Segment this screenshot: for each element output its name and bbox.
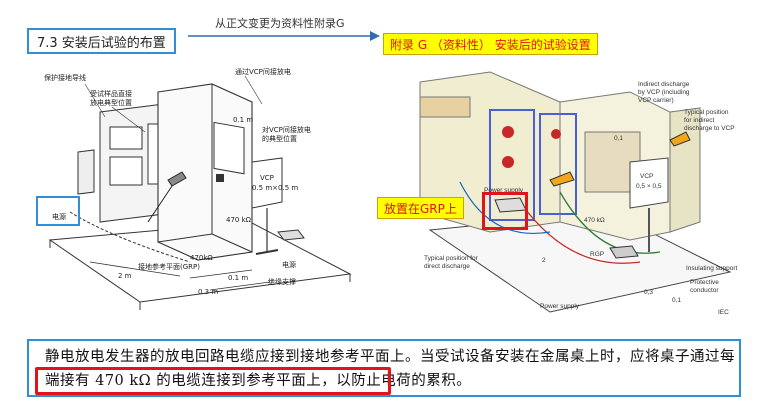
label-direct2: direct discharge bbox=[424, 263, 470, 270]
label-vcp-ind2: 的典型位置 bbox=[262, 134, 297, 143]
change-note: 从正文变更为资料性附录G bbox=[215, 17, 345, 30]
label-resistor: 470 kΩ bbox=[226, 216, 252, 224]
label-direct1: Typical position for bbox=[424, 255, 479, 262]
label-r-res: 470 kΩ bbox=[584, 217, 605, 224]
label-iec: IEC bbox=[718, 309, 729, 316]
label-typical2: for indirect bbox=[684, 117, 715, 124]
label-indirect1: Indirect discharge bbox=[638, 81, 690, 88]
grp-note: 放置在GRP上 bbox=[377, 197, 464, 219]
label-vcp-ind1: 对VCP间接放电 bbox=[262, 125, 311, 134]
label-supply: 电源 bbox=[282, 260, 296, 269]
label-indirect3: VCP carrier) bbox=[638, 97, 674, 104]
label-dim-01a: 0.1 m bbox=[233, 116, 253, 124]
label-eut2: 放电典型位置 bbox=[90, 98, 132, 107]
label-vcp: VCP bbox=[260, 174, 274, 182]
label-power: 电源 bbox=[52, 212, 66, 221]
right-test-setup-diagram: Indirect discharge by VCP (including VCP… bbox=[419, 71, 738, 316]
label-prot2: conductor bbox=[690, 287, 719, 294]
caption-text: 静电放电发生器的放电回路电缆应接到接地参考平面上。当受试设备安装在金属桌上时，应… bbox=[45, 349, 735, 389]
label-r-dim01: 0,1 bbox=[614, 135, 623, 142]
section-title-text: 7.3 安装后试验的布置 bbox=[37, 35, 166, 51]
label-ps-box: Power supply bbox=[484, 187, 524, 194]
label-vcp-top: 通过VCP间接放电 bbox=[235, 67, 291, 76]
label-rgp: RGP bbox=[590, 251, 604, 258]
label-typical3: discharge to VCP bbox=[684, 125, 735, 132]
label-grp: 接地参考平面(GRP) bbox=[138, 262, 200, 271]
label-r-vcp: VCP bbox=[640, 173, 653, 180]
label-eut1: 受试样品直接 bbox=[90, 89, 132, 98]
label-dim-03: 0.3 m bbox=[198, 288, 218, 296]
left-power-highlight bbox=[36, 196, 80, 226]
label-insul: 绝缘支撑 bbox=[268, 277, 296, 286]
label-r-vcp-size: 0,5 × 0,5 bbox=[636, 183, 662, 190]
label-d01: 0,1 bbox=[672, 297, 681, 304]
label-prot1: Protective bbox=[690, 279, 719, 286]
annex-title: 附录 G （资料性） 安装后的试验设置 bbox=[383, 33, 598, 55]
right-power-highlight bbox=[482, 192, 528, 230]
section-title: 7.3 安装后试验的布置 bbox=[27, 28, 176, 54]
label-vcp-size: 0.5 m×0.5 m bbox=[252, 184, 298, 192]
caption-box bbox=[27, 339, 741, 397]
label-d03: 0,3 bbox=[644, 289, 653, 296]
label-ground-line: 保护接地导线 bbox=[44, 73, 86, 82]
label-r-insul: Insulating support bbox=[686, 265, 738, 272]
label-dim-2m: 2 m bbox=[118, 272, 132, 280]
caption-highlight bbox=[35, 367, 391, 395]
label-r-dim2: 2 bbox=[542, 257, 546, 264]
label-ps-bottom: Power supply bbox=[540, 303, 580, 310]
label-resistor2: 470kΩ bbox=[190, 254, 213, 262]
change-arrow-icon bbox=[188, 31, 380, 41]
label-dim-01: 0.1 m bbox=[228, 274, 248, 282]
left-test-setup-diagram: 保护接地导线 受试样品直接 放电典型位置 通过VCP间接放电 0.1 m 对VC… bbox=[44, 67, 352, 310]
label-typical1: Typical position bbox=[684, 109, 729, 116]
label-indirect2: by VCP (including bbox=[638, 89, 690, 96]
